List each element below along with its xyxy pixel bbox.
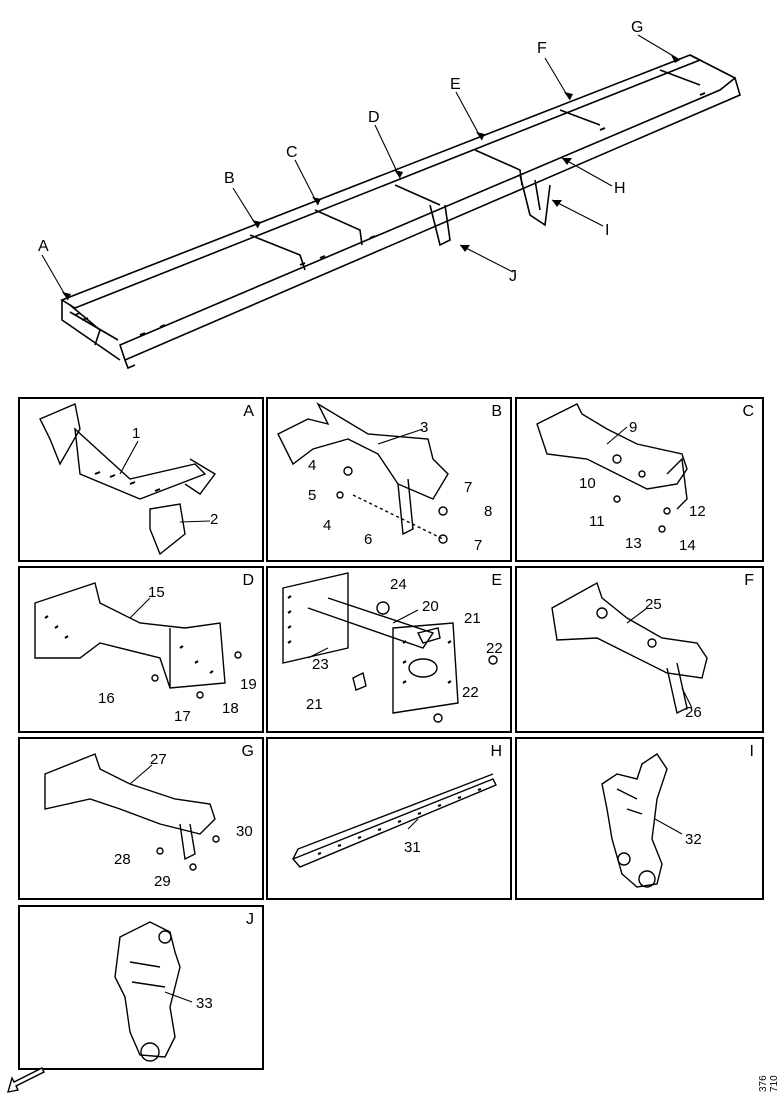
spring-hanger-j-drawing [114, 921, 193, 1062]
panel-letter: G [241, 743, 254, 760]
panel-letter: A [243, 403, 254, 420]
panel-j: J 33 [18, 905, 264, 1070]
callout-h: H [614, 180, 626, 197]
part-number: 20 [422, 598, 439, 615]
panel-letter: I [749, 743, 754, 760]
panel-g: G 27 30 28 29 [18, 737, 264, 900]
callout-b: B [224, 170, 235, 187]
panel-f: F 25 26 [515, 566, 764, 733]
arrow-down-left-icon [7, 1067, 45, 1093]
part-number: 24 [390, 576, 407, 593]
chassis-frame-drawing [41, 34, 741, 370]
part-number: 14 [679, 537, 696, 554]
part-number: 1 [132, 425, 141, 442]
panel-letter: H [490, 743, 502, 760]
callout-i: I [605, 222, 610, 239]
callout-d: D [368, 109, 380, 126]
part-number: 17 [174, 708, 191, 725]
part-number: 23 [312, 656, 329, 673]
panel-i: I 32 [515, 737, 764, 900]
callout-j: J [509, 268, 517, 285]
part-number: 18 [222, 700, 239, 717]
part-number: 11 [589, 513, 605, 530]
part-number: 4 [308, 457, 317, 474]
panel-d: D 15 19 16 18 17 [18, 566, 264, 733]
spring-hanger-i-drawing [601, 753, 683, 888]
crossmember-d-drawing [34, 582, 242, 699]
part-number: 5 [308, 487, 317, 504]
part-number: 9 [629, 419, 638, 436]
panel-letter: F [744, 572, 754, 589]
part-number: 7 [474, 537, 483, 554]
part-number: 21 [464, 610, 481, 627]
part-number: 21 [306, 696, 323, 713]
part-number: 33 [196, 995, 213, 1012]
panel-letter: B [491, 403, 502, 420]
part-number: 12 [689, 503, 706, 520]
crossmember-g-drawing [44, 753, 220, 871]
part-number: 3 [420, 419, 429, 436]
reference-code: 376 710 [758, 1075, 778, 1092]
panel-letter: C [742, 403, 754, 420]
panel-a: A 1 2 [18, 397, 264, 562]
part-number: 22 [462, 684, 479, 701]
part-number: 25 [645, 596, 662, 613]
callout-f: F [537, 40, 547, 57]
part-number: 19 [240, 676, 257, 693]
panel-h: H 31 [266, 737, 512, 900]
part-number: 27 [150, 751, 167, 768]
panel-c: C 9 10 12 11 13 14 [515, 397, 764, 562]
crossmember-c-drawing [536, 403, 688, 533]
part-number: 10 [579, 475, 596, 492]
callout-a: A [38, 238, 49, 255]
front-crossmember-drawing [39, 403, 217, 556]
part-number: 22 [486, 640, 503, 657]
callout-g: G [631, 19, 644, 36]
panel-letter: E [491, 572, 502, 589]
crossmember-b-drawing [277, 402, 449, 544]
part-number: 4 [323, 517, 332, 534]
callout-e: E [450, 76, 461, 93]
part-number: 2 [210, 511, 219, 528]
panel-letter: J [246, 911, 254, 928]
callout-c: C [286, 144, 298, 161]
crossmember-e-drawing [282, 572, 498, 723]
reinforcement-strip-drawing [291, 773, 497, 868]
panel-b: B 3 4 5 4 6 7 8 7 [266, 397, 512, 562]
part-number: 16 [98, 690, 115, 707]
part-number: 15 [148, 584, 165, 601]
crossmember-f-drawing [551, 581, 708, 715]
chassis-overview: A B C D E F G H I J [0, 0, 778, 390]
panel-e: E 24 20 21 22 23 21 22 [266, 566, 512, 733]
part-number: 30 [236, 823, 253, 840]
part-number: 31 [404, 839, 421, 856]
part-number: 28 [114, 851, 131, 868]
part-number: 26 [685, 704, 702, 721]
part-number: 8 [484, 503, 493, 520]
panel-letter: D [242, 572, 254, 589]
part-number: 32 [685, 831, 702, 848]
part-number: 7 [464, 479, 473, 496]
part-number: 13 [625, 535, 642, 552]
part-number: 6 [364, 531, 373, 548]
part-number: 29 [154, 873, 171, 890]
